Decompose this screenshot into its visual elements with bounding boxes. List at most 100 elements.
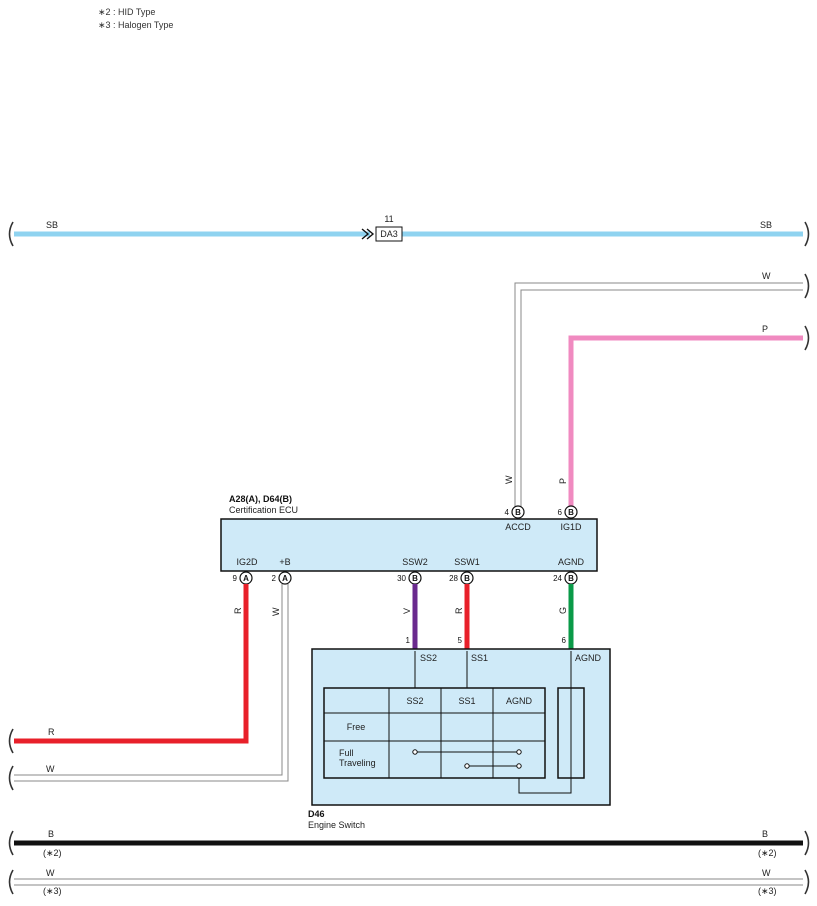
p-top-label: P	[762, 324, 768, 334]
b-left-note: (∗2)	[43, 848, 62, 858]
p-wire: P P	[558, 324, 810, 508]
w-wire-bottom: W W (∗3) (∗3)	[8, 868, 810, 896]
switch-name: Engine Switch	[308, 820, 365, 830]
wire-break-icon	[804, 830, 810, 856]
switch-table-row-free: Free	[347, 722, 366, 732]
w-vertical-label: W	[271, 607, 281, 616]
ecu-pin-accd-number: 4	[505, 508, 510, 517]
ecu-pin-accd-connector: B	[515, 508, 521, 517]
w-wire-b: W W	[8, 584, 289, 791]
r-wire-ig2d: R R	[8, 584, 249, 754]
w-bottom-left-note: (∗3)	[43, 886, 62, 896]
switch-table-row-traveling: Traveling	[339, 758, 376, 768]
ecu-pin-ig1d-circle	[564, 505, 578, 519]
w-bottom-right-note: (∗3)	[758, 886, 777, 896]
ecu-pin-ig1d-number: 6	[558, 508, 563, 517]
ecu-pin-agnd-connector: B	[568, 574, 574, 583]
sb-wire: SB SB DA3 11	[8, 214, 810, 247]
wire-break-icon	[8, 830, 14, 856]
ecu-pin-b-label: +B	[279, 557, 290, 567]
switch-table-row-full: Full	[339, 748, 354, 758]
ecu-pin-agnd-label: AGND	[558, 557, 585, 567]
continuity-dot-icon	[464, 763, 470, 769]
da3-connector-pin: 11	[384, 214, 393, 224]
engine-switch: D46 Engine Switch 1 5 6 SS2 SS1 AGND SS2…	[308, 636, 611, 830]
continuity-dot-icon	[516, 763, 522, 769]
r-vertical-label: R	[233, 607, 243, 614]
continuity-dot-icon	[516, 749, 522, 755]
switch-pin-agnd-label: AGND	[575, 653, 602, 663]
b-right-note: (∗2)	[758, 848, 777, 858]
w-bottom-right-label: W	[762, 868, 771, 878]
continuity-dot-icon	[412, 749, 418, 755]
ecu-code: A28(A), D64(B)	[229, 494, 292, 504]
wire-break-icon	[8, 765, 14, 791]
p-wire-line	[568, 335, 803, 508]
ecu-pin-ssw1-connector: B	[464, 574, 470, 583]
switch-pin-ss2-label: SS2	[420, 653, 437, 663]
w-wire-top-inner	[520, 289, 803, 508]
ecu-pin-ssw2-number: 30	[397, 574, 406, 583]
ecu-pin-agnd-number: 24	[553, 574, 562, 583]
switch-pin-1-number: 1	[406, 636, 411, 645]
switch-table-header-ss1: SS1	[458, 696, 475, 706]
ecu-pin-ssw2-connector: B	[412, 574, 418, 583]
ecu-box	[220, 518, 598, 572]
ecu-pin-b-connector: A	[282, 574, 288, 583]
note-halogen: ∗3 : Halogen Type	[98, 20, 174, 30]
ecu-pin-ig1d-connector: B	[568, 508, 574, 517]
note-hid: ∗2 : HID Type	[98, 7, 156, 17]
wire-break-icon	[8, 728, 14, 754]
ecu-pin-ig2d-number: 9	[233, 574, 238, 583]
w-wire-b-outer	[14, 584, 283, 776]
w-wire-top-outer	[514, 282, 803, 508]
ecu-pin-ig1d-label: IG1D	[560, 522, 582, 532]
connector-chevron-icon	[361, 228, 375, 240]
w-top-label: W	[762, 271, 771, 281]
w-left-label: W	[46, 764, 55, 774]
ecu-pin-ig2d-connector: A	[243, 574, 249, 583]
w-acc-vertical-label: W	[504, 475, 514, 484]
ecu-pin-accd-label: ACCD	[505, 522, 531, 532]
ecu-pin-ssw2-label: SSW2	[402, 557, 428, 567]
ecu-pin-ig2d-label: IG2D	[236, 557, 258, 567]
wire-break-icon	[804, 325, 810, 351]
sb-left-label: SB	[46, 220, 58, 230]
da3-connector-name: DA3	[380, 229, 398, 239]
certification-ecu: A28(A), D64(B) Certification ECU B 4 ACC…	[220, 494, 598, 585]
b-wire-bottom: B B (∗2) (∗2)	[8, 829, 810, 858]
b-right-label: B	[762, 829, 768, 839]
switch-pin-ss1-label: SS1	[471, 653, 488, 663]
wire-break-icon	[8, 221, 14, 247]
w-wire-top: W W	[504, 271, 810, 508]
engine-switch-box	[311, 648, 611, 806]
ecu-pin-b-circle	[278, 571, 292, 585]
da3-connector-box	[375, 226, 403, 242]
g-vertical-label: G	[558, 607, 568, 614]
r-ssw1-vertical-label: R	[454, 607, 464, 614]
ecu-pin-b-number: 2	[272, 574, 277, 583]
notes-legend: ∗2 : HID Type ∗3 : Halogen Type	[98, 6, 173, 32]
p-ig-vertical-label: P	[558, 478, 568, 484]
wire-break-icon	[804, 869, 810, 895]
switch-wires: V R G	[402, 584, 574, 649]
b-left-label: B	[48, 829, 54, 839]
ecu-pin-accd-circle	[511, 505, 525, 519]
ecu-pin-ssw1-number: 28	[449, 574, 458, 583]
agnd-return-lead	[518, 778, 572, 794]
switch-table-header-ss2: SS2	[406, 696, 423, 706]
v-vertical-label: V	[402, 608, 412, 614]
ecu-pin-ssw1-label: SSW1	[454, 557, 480, 567]
wire-break-icon	[804, 221, 810, 247]
switch-pin-5-number: 5	[458, 636, 463, 645]
sb-right-label: SB	[760, 220, 772, 230]
w-bottom-left-label: W	[46, 868, 55, 878]
wire-break-icon	[8, 869, 14, 895]
w-wire-b-inner	[14, 584, 289, 782]
r-wire-line	[14, 584, 249, 744]
switch-pin-6-number: 6	[562, 636, 567, 645]
switch-code: D46	[308, 809, 325, 819]
r-left-label: R	[48, 727, 55, 737]
ecu-name: Certification ECU	[229, 505, 298, 515]
